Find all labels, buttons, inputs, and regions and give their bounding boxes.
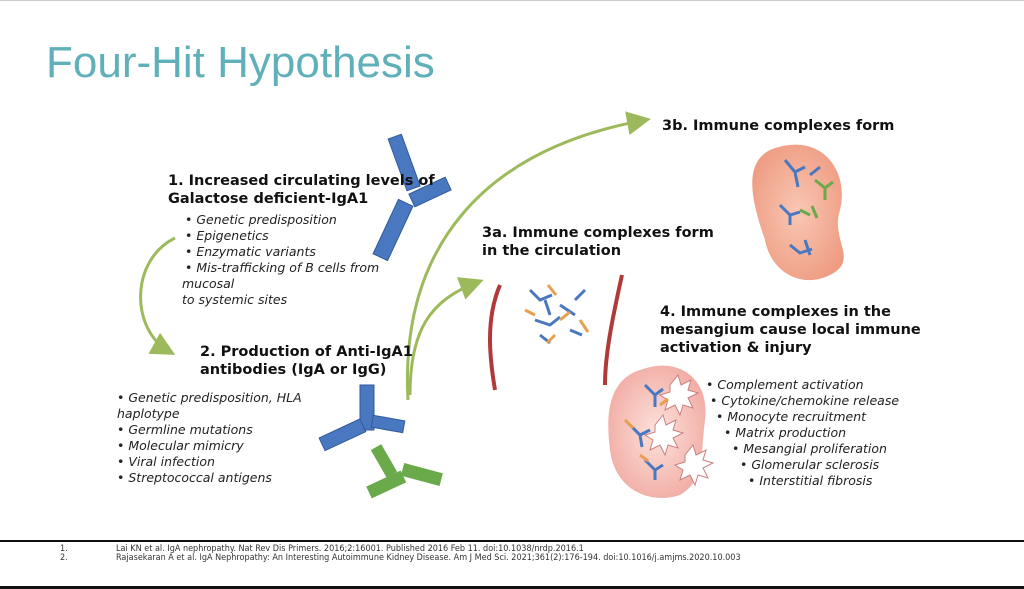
hit4-bullet: Interstitial fibrosis bbox=[748, 473, 899, 489]
top-border bbox=[0, 0, 1024, 1]
hit1-continuation: to systemic sites bbox=[182, 292, 288, 307]
hit2-bullet: Genetic predisposition, HLA bbox=[117, 390, 301, 406]
reference-1: 1.Lai KN et al. IgA nephropathy. Nat Rev… bbox=[60, 544, 584, 554]
hit4-heading-line2: mesangium cause local immune bbox=[660, 322, 921, 338]
slide-title: Four-Hit Hypothesis bbox=[46, 38, 435, 87]
hit3a-heading: 3a. Immune complexes form in the circula… bbox=[482, 224, 714, 260]
hit4-bullet: Matrix production bbox=[724, 425, 899, 441]
arrow-hit1-to-hit2 bbox=[139, 236, 176, 355]
hit1-bullet: Genetic predisposition bbox=[185, 212, 435, 228]
hit4-heading-line1: 4. Immune complexes in the bbox=[660, 304, 891, 320]
references-bottom-rule bbox=[0, 586, 1024, 589]
hit2-heading: 2. Production of Anti-IgA1 antibodies (I… bbox=[200, 343, 413, 379]
hit4-heading-line3: activation & injury bbox=[660, 340, 812, 356]
references-top-rule bbox=[0, 540, 1024, 542]
hit1-bullet: Mis-trafficking of B cells from bbox=[185, 260, 435, 276]
hit2-bullet: Molecular mimicry bbox=[117, 438, 302, 454]
hit2-bullet: Streptococcal antigens bbox=[117, 470, 302, 486]
hit4-bullet: Cytokine/chemokine release bbox=[710, 393, 899, 409]
hit4-bullet: Mesangial proliferation bbox=[732, 441, 899, 457]
deposited-complex-icons bbox=[778, 159, 834, 256]
hit2-bullet: Viral infection bbox=[117, 454, 302, 470]
hit4-bullet: Complement activation bbox=[706, 377, 899, 393]
hit3b-heading: 3b. Immune complexes form bbox=[662, 118, 895, 134]
anti-iga1-antibody-icons bbox=[318, 384, 443, 499]
hit1-bullet: Enzymatic variants bbox=[185, 244, 435, 260]
hit4-heading: 4. Immune complexes in the mesangium cau… bbox=[660, 303, 921, 357]
hit2-continuation: haplotype bbox=[117, 406, 180, 421]
hit4-bullet: Glomerular sclerosis bbox=[740, 457, 899, 473]
references: 1.Lai KN et al. IgA nephropathy. Nat Rev… bbox=[60, 545, 741, 563]
hit1-bullet: Epigenetics bbox=[185, 228, 435, 244]
hit4-bullet: Monocyte recruitment bbox=[716, 409, 899, 425]
injury-burst-icons bbox=[643, 373, 715, 487]
hit4-bullets: Complement activation Cytokine/chemokine… bbox=[706, 377, 899, 489]
hit1-section: 1. Increased circulating levels of Galac… bbox=[168, 172, 435, 308]
hit1-heading-line2: Galactose deficient-IgA1 bbox=[168, 191, 369, 207]
hit2-bullets: Genetic predisposition, HLA haplotype Ge… bbox=[117, 390, 302, 486]
hit2-heading-line2: antibodies (IgA or IgG) bbox=[200, 362, 387, 378]
circulating-immune-complex-icon bbox=[524, 284, 590, 345]
arrow-to-3b bbox=[405, 111, 651, 401]
hit3a-heading-line2: in the circulation bbox=[482, 243, 622, 259]
reference-2: 2.Rajasekaran A et al. IgA Nephropathy: … bbox=[60, 553, 741, 563]
hit2-bullet: Germline mutations bbox=[117, 422, 302, 438]
hit1-continuation: mucosal bbox=[182, 276, 235, 291]
arrow-to-3a bbox=[408, 277, 484, 396]
mesangial-complex-icons bbox=[623, 383, 669, 480]
hit3a-heading-line1: 3a. Immune complexes form bbox=[482, 225, 714, 241]
hit1-heading-line1: 1. Increased circulating levels of bbox=[168, 173, 435, 189]
blood-vessel-icon bbox=[488, 274, 624, 391]
hit2-heading-line1: 2. Production of Anti-IgA1 bbox=[200, 344, 413, 360]
